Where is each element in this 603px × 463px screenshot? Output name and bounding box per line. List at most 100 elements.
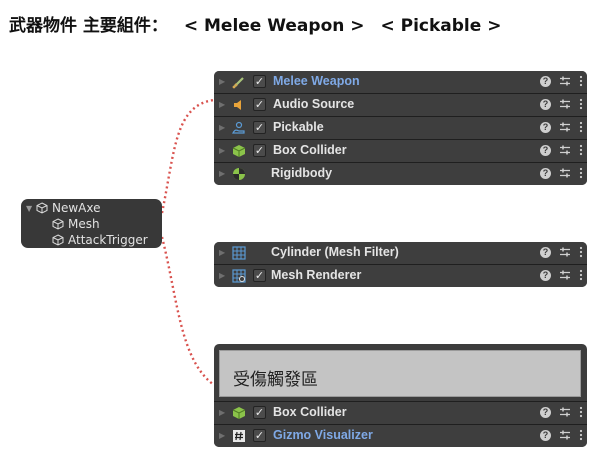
component-row-mesh-filter[interactable]: ▶ Cylinder (Mesh Filter) ?	[214, 242, 587, 265]
sword-icon	[232, 77, 244, 89]
gameobject-icon	[36, 202, 48, 214]
title-tag-pickable: < Pickable >	[380, 16, 502, 36]
kebab-menu-icon[interactable]	[579, 75, 583, 87]
grid-icon	[232, 246, 246, 260]
grid-eye-icon	[232, 269, 246, 283]
component-label: Box Collider	[273, 405, 347, 419]
gameobject-icon	[52, 234, 64, 246]
connector-to-panel1	[160, 98, 215, 214]
component-label: Rigidbody	[271, 166, 333, 180]
presets-icon[interactable]	[559, 167, 571, 179]
hierarchy-item-root[interactable]: ▼ NewAxe	[26, 200, 101, 216]
component-tools: ?	[540, 429, 583, 441]
hierarchy-item-mesh[interactable]: Mesh	[52, 216, 100, 232]
hierarchy-item-attacktrigger[interactable]: AttackTrigger	[52, 232, 148, 248]
inspector-panel-weapon: ▶ ✓ Melee Weapon ? ▶ ✓ Audio Source ? ▶	[214, 71, 587, 185]
component-label: Cylinder (Mesh Filter)	[271, 245, 399, 259]
damage-zone-label: 受傷觸發區	[233, 370, 318, 390]
hierarchy-label: NewAxe	[52, 201, 101, 215]
presets-icon[interactable]	[559, 429, 571, 441]
presets-icon[interactable]	[559, 406, 571, 418]
hierarchy-label: Mesh	[68, 217, 100, 231]
hierarchy-label: AttackTrigger	[68, 233, 148, 247]
kebab-menu-icon[interactable]	[579, 167, 583, 179]
fold-arrow-icon[interactable]: ▶	[219, 169, 226, 178]
component-row-melee-weapon[interactable]: ▶ ✓ Melee Weapon ?	[214, 71, 587, 94]
trigger-header: 受傷觸發區	[214, 344, 587, 402]
help-icon[interactable]: ?	[540, 144, 551, 156]
cube-collider-icon	[232, 145, 246, 157]
component-tools: ?	[540, 98, 583, 110]
component-row-audio-source[interactable]: ▶ ✓ Audio Source ?	[214, 94, 587, 117]
help-icon[interactable]: ?	[540, 406, 551, 418]
hash-icon	[233, 430, 245, 442]
component-row-gizmo-visualizer[interactable]: ▶ ✓ Gizmo Visualizer ?	[214, 425, 587, 447]
enable-checkbox[interactable]: ✓	[253, 75, 266, 88]
component-label: Gizmo Visualizer	[273, 428, 373, 442]
enable-checkbox[interactable]: ✓	[253, 269, 266, 282]
component-row-rigidbody[interactable]: ▶ Rigidbody ?	[214, 163, 587, 185]
help-icon[interactable]: ?	[540, 246, 551, 258]
enable-checkbox[interactable]: ✓	[253, 144, 266, 157]
title-prefix: 武器物件 主要組件：	[9, 16, 168, 36]
gameobject-icon	[52, 218, 64, 230]
rigidbody-icon	[233, 168, 245, 180]
fold-arrow-icon[interactable]: ▶	[219, 123, 226, 132]
kebab-menu-icon[interactable]	[579, 429, 583, 441]
component-row-mesh-renderer[interactable]: ▶ ✓ Mesh Renderer ?	[214, 265, 587, 287]
help-icon[interactable]: ?	[540, 429, 551, 441]
component-tools: ?	[540, 406, 583, 418]
component-tools: ?	[540, 121, 583, 133]
fold-arrow-icon[interactable]: ▶	[219, 431, 226, 440]
presets-icon[interactable]	[559, 246, 571, 258]
enable-checkbox[interactable]: ✓	[253, 98, 266, 111]
kebab-menu-icon[interactable]	[579, 98, 583, 110]
component-label: Melee Weapon	[273, 74, 360, 88]
component-tools: ?	[540, 167, 583, 179]
help-icon[interactable]: ?	[540, 98, 551, 110]
component-tools: ?	[540, 269, 583, 281]
fold-arrow-icon[interactable]: ▶	[219, 77, 226, 86]
component-tools: ?	[540, 246, 583, 258]
kebab-menu-icon[interactable]	[579, 246, 583, 258]
kebab-menu-icon[interactable]	[579, 269, 583, 281]
presets-icon[interactable]	[559, 269, 571, 281]
fold-arrow-icon[interactable]: ▶	[219, 271, 226, 280]
presets-icon[interactable]	[559, 121, 571, 133]
component-row-pickable[interactable]: ▶ ✓ Pickable ?	[214, 117, 587, 140]
component-tools: ?	[540, 75, 583, 87]
speaker-icon	[234, 100, 241, 110]
component-row-box-collider-trigger[interactable]: ▶ ✓ Box Collider ?	[214, 402, 587, 425]
presets-icon[interactable]	[559, 98, 571, 110]
kebab-menu-icon[interactable]	[579, 121, 583, 133]
title-tag-melee: < Melee Weapon >	[183, 16, 365, 36]
component-label: Box Collider	[273, 143, 347, 157]
fold-arrow-icon[interactable]: ▶	[219, 146, 226, 155]
kebab-menu-icon[interactable]	[579, 144, 583, 156]
fold-arrow-icon[interactable]: ▶	[219, 248, 226, 257]
damage-zone-label-box: 受傷觸發區	[219, 350, 581, 397]
presets-icon[interactable]	[559, 144, 571, 156]
presets-icon[interactable]	[559, 75, 571, 87]
component-row-box-collider[interactable]: ▶ ✓ Box Collider ?	[214, 140, 587, 163]
expand-arrow-icon[interactable]: ▼	[26, 203, 33, 213]
hand-icon	[232, 121, 245, 134]
kebab-menu-icon[interactable]	[579, 406, 583, 418]
enable-checkbox[interactable]: ✓	[253, 406, 266, 419]
component-label: Mesh Renderer	[271, 268, 362, 282]
help-icon[interactable]: ?	[540, 121, 551, 133]
component-label: Audio Source	[273, 97, 355, 111]
help-icon[interactable]: ?	[540, 269, 551, 281]
page-title: 武器物件 主要組件： < Melee Weapon > < Pickable >	[9, 11, 501, 36]
help-icon[interactable]: ?	[540, 75, 551, 87]
help-icon[interactable]: ?	[540, 167, 551, 179]
connector-to-panel3	[160, 236, 215, 386]
component-label: Pickable	[273, 120, 324, 134]
enable-checkbox[interactable]: ✓	[253, 121, 266, 134]
enable-checkbox[interactable]: ✓	[253, 429, 266, 442]
inspector-panel-trigger: 受傷觸發區 ▶ ✓ Box Collider ? ▶ ✓ Gizmo Visua…	[214, 344, 587, 447]
component-tools: ?	[540, 144, 583, 156]
fold-arrow-icon[interactable]: ▶	[219, 408, 226, 417]
hierarchy-panel: ▼ NewAxe Mesh AttackTrigger	[21, 199, 162, 248]
fold-arrow-icon[interactable]: ▶	[219, 100, 226, 109]
